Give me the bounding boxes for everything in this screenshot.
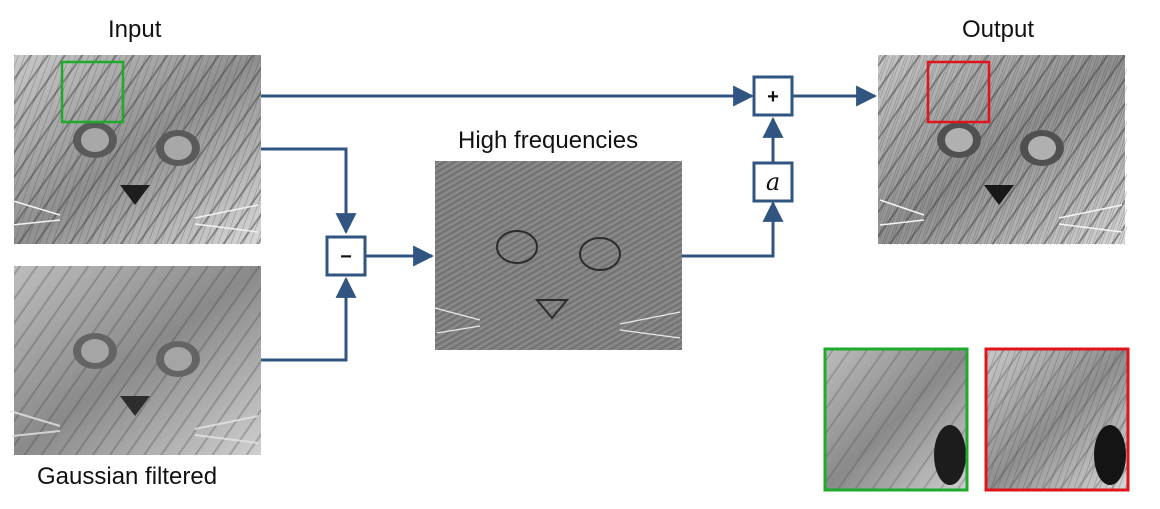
output-label: Output xyxy=(962,16,1035,43)
subtract-operator-symbol: − xyxy=(340,246,352,268)
gaussian-filtered-image xyxy=(9,266,261,455)
add-operator: + xyxy=(752,75,794,117)
output-image xyxy=(878,55,1127,245)
scale-operator-symbol: a xyxy=(766,168,780,196)
high-frequencies-label: High frequencies xyxy=(458,127,639,154)
subtract-operator: − xyxy=(325,235,367,277)
gaussian-filtered-label: Gaussian filtered xyxy=(37,463,218,490)
connectors xyxy=(261,85,878,362)
add-operator-symbol: + xyxy=(767,86,779,108)
input-image xyxy=(9,55,261,244)
scale-operator: a xyxy=(752,161,794,203)
input-crop-frame xyxy=(60,60,125,124)
arrow-input-to-subtract xyxy=(261,147,357,235)
input-label: Input xyxy=(108,16,162,43)
arrow-highfreq-to-scale xyxy=(682,200,784,258)
input-crop-zoom xyxy=(823,347,969,492)
output-crop-frame xyxy=(926,60,991,124)
arrow-filtered-to-subtract xyxy=(261,276,357,362)
output-crop-zoom xyxy=(984,347,1130,492)
high-frequencies-image xyxy=(434,161,682,350)
